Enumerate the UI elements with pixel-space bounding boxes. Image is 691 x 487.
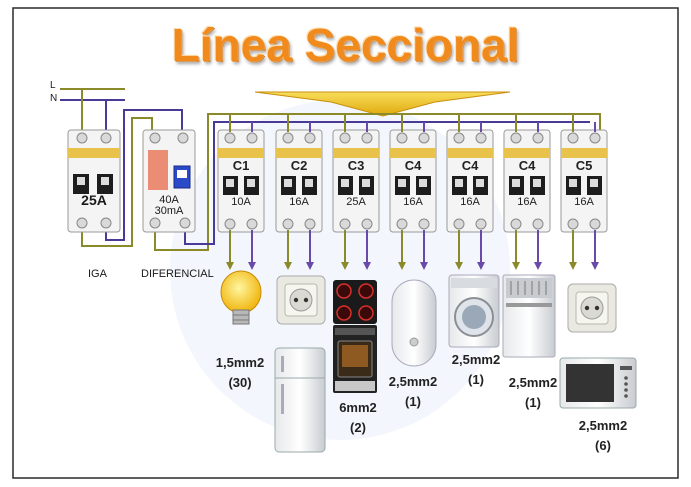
washing-machine-icon: [448, 274, 500, 348]
refrigerator-icon: [274, 347, 326, 453]
circuit-name: C4: [461, 158, 479, 173]
outlet-count-label: (6): [595, 438, 611, 453]
circuit-name: C3: [347, 158, 365, 173]
arrow-down-icon: [226, 262, 234, 270]
wire-size-label: 2,5mm2: [388, 374, 438, 389]
light-bulb-icon: [220, 270, 262, 325]
microwave-icon: [559, 357, 637, 409]
circuit-breaker-4[interactable]: [389, 129, 437, 233]
circuit-rating: 16A: [517, 196, 537, 208]
differential-breaker[interactable]: [142, 129, 196, 233]
arrow-down-icon: [534, 262, 542, 270]
circuit-rating: 10A: [231, 196, 251, 208]
wire-size-label: 2,5mm2: [578, 418, 628, 433]
circuit-layer: [217, 114, 637, 453]
line-busbar: [154, 113, 601, 251]
arrow-down-icon: [284, 262, 292, 270]
differential-label: DIFERENCIAL: [141, 268, 214, 280]
differential-rating-b: 30mA: [154, 205, 184, 217]
differential-rating-a: 40A: [159, 194, 179, 206]
arrow-down-icon: [341, 262, 349, 270]
wire-size-label: 6mm2: [339, 400, 377, 415]
circuit-name: C4: [518, 158, 536, 173]
arrow-down-icon: [248, 262, 256, 270]
arrow-down-icon: [398, 262, 406, 270]
arrow-down-icon: [455, 262, 463, 270]
outlet-count-label: (1): [468, 372, 484, 387]
circuit-name: C1: [232, 158, 250, 173]
circuit-rating: 16A: [403, 196, 423, 208]
outlet-count-label: (2): [350, 420, 366, 435]
circuit-breaker-6[interactable]: [503, 129, 551, 233]
neutral-busbar: [184, 121, 590, 245]
wall-socket-icon: [276, 275, 326, 325]
main-breaker-label: IGA: [88, 268, 107, 280]
line-feed-label: L: [50, 80, 56, 91]
wire-size-label: 1,5mm2: [215, 355, 265, 370]
wire-size-label: 2,5mm2: [451, 352, 501, 367]
circuit-breaker-7[interactable]: [560, 129, 608, 233]
arrow-down-icon: [512, 262, 520, 270]
circuit-name: C4: [404, 158, 422, 173]
circuit-rating: 16A: [289, 196, 309, 208]
outlet-count-label: (30): [228, 375, 252, 390]
iga-diff-neutral-wire: [105, 109, 183, 241]
main-breaker-rating: 25A: [81, 192, 107, 208]
ceramic-hob-icon: [333, 280, 377, 324]
outlet-count-label: (1): [525, 395, 541, 410]
arrow-down-icon: [591, 262, 599, 270]
circuit-rating: 16A: [460, 196, 480, 208]
circuit-rating: 25A: [346, 196, 366, 208]
neutral-feed-label: N: [50, 93, 58, 104]
arrow-down-icon: [363, 262, 371, 270]
circuit-name: C5: [575, 158, 593, 173]
arrow-down-icon: [306, 262, 314, 270]
circuit-breaker-2[interactable]: [275, 129, 323, 233]
arrow-down-icon: [254, 91, 511, 117]
circuit-breaker-1[interactable]: [217, 129, 265, 233]
circuit-rating: 16A: [574, 196, 594, 208]
oven-icon: [333, 325, 377, 393]
arrow-down-icon: [477, 262, 485, 270]
outlet-count-label: (1): [405, 394, 421, 409]
circuit-breaker-3[interactable]: [332, 129, 380, 233]
iga-diff-line-wire: [81, 117, 153, 247]
page-title: Línea Seccional: [171, 19, 520, 71]
wire-size-label: 2,5mm2: [508, 375, 558, 390]
arrow-down-icon: [569, 262, 577, 270]
arrow-down-icon: [420, 262, 428, 270]
circuit-name: C2: [290, 158, 308, 173]
dishwasher-icon: [502, 274, 556, 358]
wall-socket-icon: [567, 283, 617, 333]
circuit-breaker-5[interactable]: [446, 129, 494, 233]
main-breaker[interactable]: [67, 129, 121, 233]
water-heater-icon: [391, 279, 437, 367]
